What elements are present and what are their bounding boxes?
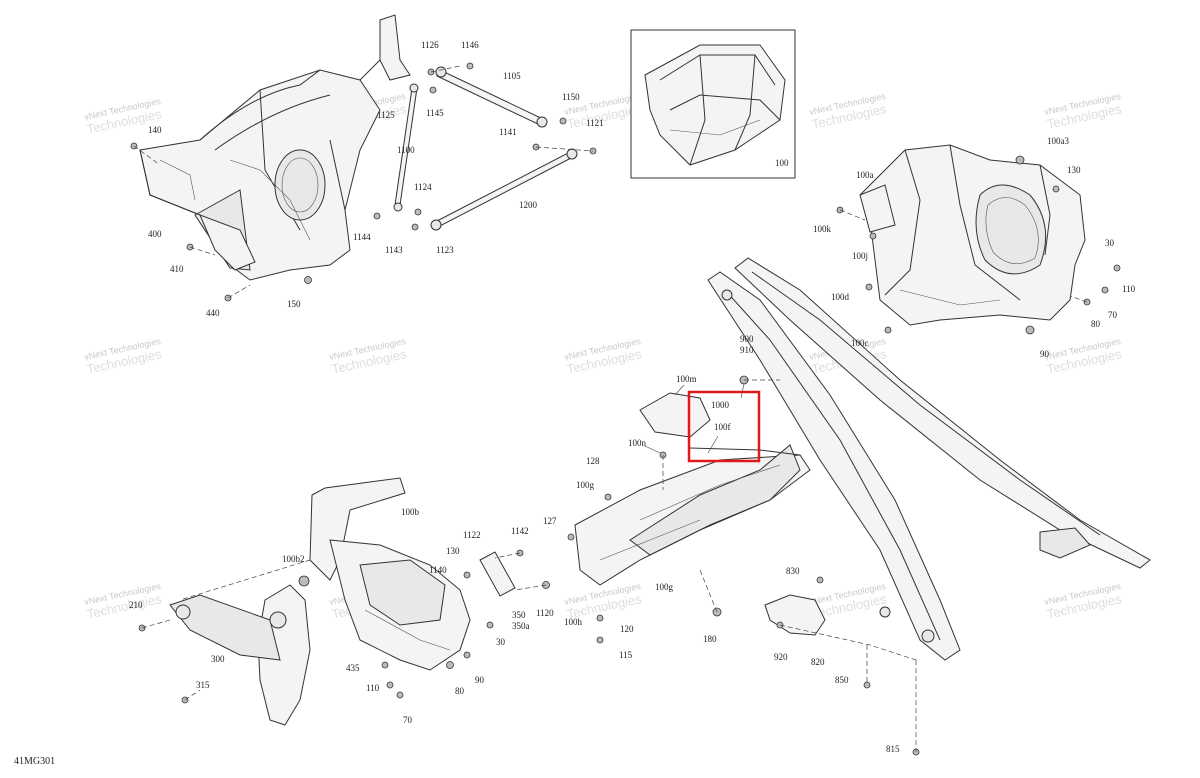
part-label: 440 [206,308,220,318]
part-label: 920 [774,652,788,662]
part-label: 30 [1105,238,1115,248]
part-label: 110 [366,683,380,693]
middle-plate-assembly [567,375,811,644]
part-label: 100j [852,251,868,261]
part-label: 315 [196,680,210,690]
part-label: 910 [740,345,754,355]
part-label: 820 [811,657,825,667]
part-label: 100a3 [1047,136,1069,146]
part-label: 100g [655,582,674,592]
part-label: 210 [129,600,143,610]
part-label: 80 [455,686,465,696]
part-label: 100g [576,480,595,490]
part-label: 1126 [421,40,439,50]
part-label: 1122 [463,530,481,540]
part-label: 830 [786,566,800,576]
rear-frame-100a [836,144,1121,335]
part-label: 100b [401,507,420,517]
inset-frame-100 [630,29,796,179]
part-label: 350 [512,610,526,620]
part-label: 1123 [436,245,454,255]
lower-front-assembly [138,477,550,726]
part-label: 900 [740,334,754,344]
part-label: 100h [564,617,583,627]
part-label: 1140 [429,565,447,575]
part-label: 140 [148,125,162,135]
front-frame-assembly [130,14,411,302]
part-label: 1143 [385,245,403,255]
part-label: 100d [831,292,850,302]
part-label: 100k [813,224,832,234]
part-label: 90 [1040,349,1050,359]
part-label: 1141 [499,127,517,137]
part-label: 1121 [586,118,604,128]
part-labels: 1126 1146 1105 1125 1145 1100 1150 1121 … [129,40,1136,754]
part-label: 110 [1122,284,1136,294]
part-label: 30 [496,637,506,647]
part-label: 100n [628,438,647,448]
part-label: 1000 [711,400,730,410]
support-rods [373,62,597,231]
part-label: 1125 [377,110,395,120]
part-label: 815 [886,744,900,754]
part-label: 1146 [461,40,479,50]
part-label: 130 [1067,165,1081,175]
part-label: 150 [287,299,301,309]
part-label: 180 [703,634,717,644]
part-label: 1145 [426,108,444,118]
part-label: 1120 [536,608,554,618]
part-label: 100a [856,170,874,180]
part-label: 120 [620,624,634,634]
part-label: 100b2 [282,554,305,564]
part-label: 1142 [511,526,529,536]
part-label: 80 [1091,319,1101,329]
part-label: 127 [543,516,557,526]
part-label: 1124 [414,182,432,192]
part-label: 115 [619,650,633,660]
part-label: 350a [512,621,530,631]
part-label: 1200 [519,200,538,210]
part-label: 400 [148,229,162,239]
part-label: 850 [835,675,849,685]
part-label: 435 [346,663,360,673]
part-label: 1105 [503,71,521,81]
bracket-820 [764,576,920,756]
part-label: 1144 [353,232,371,242]
part-label: 410 [170,264,184,274]
part-label: 90 [475,675,485,685]
highlight-box [687,390,761,463]
part-label: 128 [586,456,600,466]
part-label: 100 [775,158,789,168]
part-label: 1100 [397,145,415,155]
main-tube-900 [707,257,1151,661]
part-label: 300 [211,654,225,664]
part-label: 100c [851,338,869,348]
part-label: 1150 [562,92,580,102]
part-label: 70 [1108,310,1118,320]
part-label: 100m [676,374,697,384]
part-label: 100f [714,422,731,432]
leader-lines [644,383,745,454]
part-label: 70 [403,715,413,725]
part-label: 130 [446,546,460,556]
diagram-code: 41MG301 [14,756,56,767]
